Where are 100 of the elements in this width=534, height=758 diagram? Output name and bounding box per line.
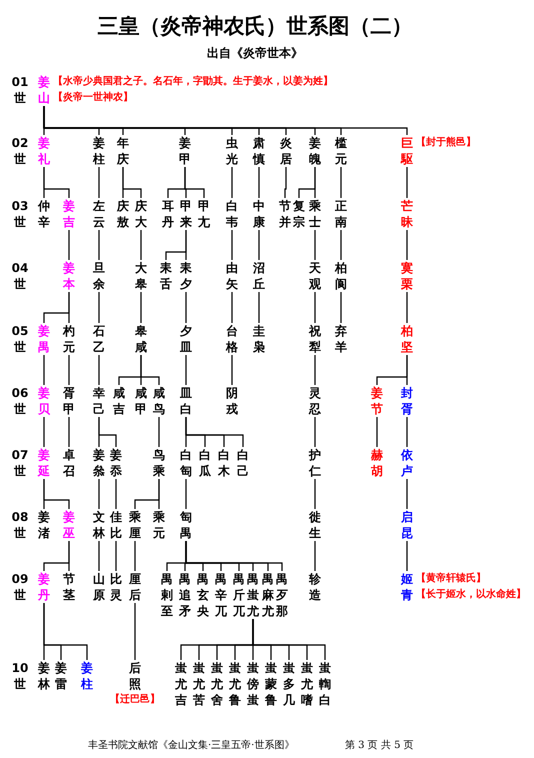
lineage-line <box>340 230 342 260</box>
lineage-line <box>140 230 142 260</box>
generation-number: 06 <box>12 385 28 401</box>
person-name: 咸吉 <box>113 385 125 417</box>
lineage-line <box>140 355 160 385</box>
annotation: 【封于熊邑】 <box>416 136 476 150</box>
page-number: 第 3 页 共 5 页 <box>345 739 414 753</box>
person-name: 赫胡 <box>371 447 383 479</box>
lineage-line <box>98 479 100 509</box>
lineage-line <box>43 167 70 198</box>
person-name: 姜雷 <box>55 660 67 692</box>
lineage-line <box>406 355 408 385</box>
person-name: 阴戎 <box>226 385 238 417</box>
person-name: 蚩多几 <box>283 660 295 708</box>
person-name: 姜山 <box>38 74 50 106</box>
person-name: 姜礼 <box>38 135 50 167</box>
footer-text: 丰圣书院文献馆《金山文集·三皇五帝·世系图》 <box>88 739 294 753</box>
person-name: 旦余 <box>93 260 105 292</box>
person-name: 蚩蒙鲁 <box>265 660 277 708</box>
lineage-line <box>406 167 408 198</box>
person-name: 姜吉 <box>63 198 75 230</box>
person-name: 轸造 <box>309 571 321 603</box>
person-name: 咸甲 <box>135 385 147 417</box>
person-name: 柏坚 <box>401 323 413 355</box>
person-name: 甲尢 <box>198 198 210 230</box>
lineage-line <box>68 541 70 571</box>
lineage-line <box>314 292 316 323</box>
lineage-line <box>340 292 342 323</box>
generation-label: 世 <box>14 463 26 479</box>
person-name: 乘士 <box>309 198 321 230</box>
annotation: 【迁巴邑】 <box>110 692 160 707</box>
person-name: 庆大 <box>135 198 147 230</box>
lineage-line <box>115 541 117 571</box>
person-name: 厘后 <box>129 571 141 603</box>
person-name: 正南 <box>335 198 347 230</box>
lineage-line <box>158 479 160 509</box>
person-name: 中康 <box>253 198 265 230</box>
person-name: 幸己 <box>93 385 105 417</box>
person-name: 咸鸟 <box>153 385 165 417</box>
person-name: 由矢 <box>226 260 238 292</box>
annotation: 【黄帝轩辕氏】 <box>416 571 486 586</box>
person-name: 圭枭 <box>253 323 265 355</box>
person-name: 耒舌 <box>160 260 172 292</box>
lineage-line <box>134 541 136 571</box>
person-name: 台格 <box>226 323 238 355</box>
person-name: 蚩尤鲁 <box>229 660 241 708</box>
lineage-line <box>43 355 45 385</box>
title: 三皇（炎帝神农氏）世系图（二） <box>96 13 414 39</box>
person-name: 启昆 <box>401 509 413 541</box>
lineage-line <box>158 417 160 447</box>
person-name: 祝犁 <box>309 323 321 355</box>
person-name: 肃慎 <box>253 135 265 167</box>
person-name: 禺玄央 <box>197 571 209 619</box>
lineage-line <box>184 167 205 198</box>
generation-label: 世 <box>14 214 26 230</box>
lineage-line <box>314 417 316 447</box>
generation-label: 世 <box>14 339 26 355</box>
lineage-line <box>185 479 187 509</box>
lineage-line <box>98 355 100 385</box>
person-name: 白木 <box>218 447 230 479</box>
lineage-line <box>98 541 100 571</box>
lineage-line <box>185 230 187 260</box>
generation-label: 世 <box>14 276 26 292</box>
lineage-line <box>231 167 233 198</box>
person-name: 山原 <box>93 571 105 603</box>
person-name: 姬青 <box>401 571 413 603</box>
person-name: 护仁 <box>309 447 321 479</box>
person-name: 蚩尤舍 <box>211 660 223 708</box>
person-name: 姜巫 <box>63 509 75 541</box>
person-name: 大皋 <box>135 260 147 292</box>
person-name: 白己 <box>237 447 249 479</box>
person-name: 禺追矛 <box>179 571 191 619</box>
generation-label: 世 <box>14 90 26 106</box>
person-name: 封胥 <box>401 385 413 417</box>
lineage-line <box>314 541 316 571</box>
generation-number: 07 <box>12 447 28 463</box>
lineage-line <box>252 619 326 660</box>
person-name: 夕皿 <box>180 323 192 355</box>
person-name: 皿白 <box>180 385 192 417</box>
generation-label: 世 <box>14 525 26 541</box>
person-name: 节茎 <box>63 571 75 603</box>
person-name: 卓召 <box>63 447 75 479</box>
person-name: 姜甲 <box>179 135 191 167</box>
person-name: 姜叅 <box>93 447 105 479</box>
person-name: 芒昧 <box>401 198 413 230</box>
generation-number: 10 <box>12 660 28 676</box>
person-name: 白韦 <box>226 198 238 230</box>
person-name: 白瓜 <box>199 447 211 479</box>
person-name: 灵忍 <box>309 385 321 417</box>
person-name: 耳丹 <box>162 198 174 230</box>
lineage-line <box>185 417 244 447</box>
person-name: 姜丹 <box>38 571 50 603</box>
person-name: 鸟乘 <box>153 447 165 479</box>
generation-number: 08 <box>12 509 28 525</box>
lineage-line <box>185 355 187 385</box>
generation-label: 世 <box>14 676 26 692</box>
lineage-line <box>231 292 233 323</box>
lineage-line <box>284 167 287 198</box>
source-note: 出自《炎帝世本》 <box>207 45 303 61</box>
person-name: 蚩輷白 <box>319 660 331 708</box>
